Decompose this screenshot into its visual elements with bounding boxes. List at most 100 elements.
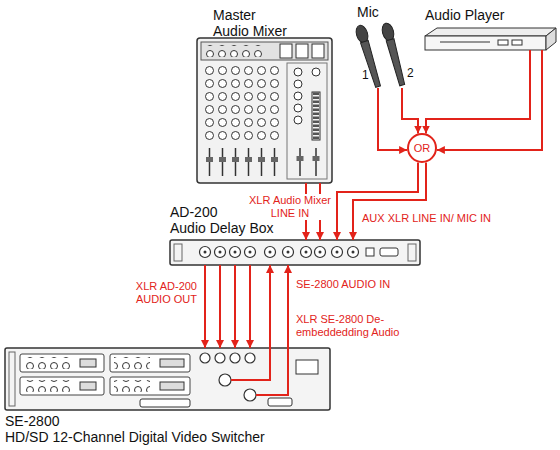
fader-row: [203, 146, 281, 178]
port-pin: [269, 251, 272, 254]
player-top: [425, 28, 556, 36]
db9-port: [380, 248, 398, 256]
se2800-body: [5, 348, 330, 410]
xlr-port: [245, 353, 255, 363]
cable-wire: [353, 162, 426, 240]
port-pin: [319, 251, 322, 254]
port-pin: [234, 251, 237, 254]
xlr-jack: [296, 44, 308, 58]
mic-handle: [361, 40, 382, 87]
knob: [294, 116, 302, 124]
fader-cap: [313, 156, 320, 161]
port-pin: [336, 251, 339, 254]
or-circle: OR: [407, 133, 437, 163]
hdmi-port: [80, 359, 96, 367]
rack-ear: [174, 244, 182, 261]
audio-cable: [205, 265, 250, 348]
audio-cable: [270, 265, 288, 348]
level-meter: [312, 92, 320, 140]
microphone: [380, 22, 407, 87]
jack-row: [206, 45, 266, 57]
ad200-body: [170, 240, 420, 265]
node-heading: Mic: [357, 4, 379, 20]
port-pin: [204, 251, 207, 254]
port-pin: [305, 251, 308, 254]
mixer-top-strip: [201, 42, 328, 60]
xlr-port: [230, 247, 241, 258]
port-pin: [219, 251, 222, 254]
xlr-port: [315, 247, 326, 258]
circle-outline: [408, 134, 436, 162]
callout-number: 2: [407, 66, 414, 80]
button: [366, 248, 374, 256]
audio-player: Audio Player: [425, 28, 556, 50]
bnc-row: [114, 357, 150, 369]
knob: [312, 68, 320, 76]
cable-wire: [234, 265, 236, 348]
card-slot: [110, 354, 190, 372]
xlr-port: [215, 247, 226, 258]
cable-wire: [437, 50, 542, 150]
audio-mixer: Master Audio Mixer: [197, 38, 332, 183]
vga-port: [268, 398, 292, 406]
audio-cable: [337, 162, 426, 240]
knob: [294, 68, 302, 76]
connection-label: AUX XLR LINE IN/ MIC IN: [362, 212, 491, 225]
knob-grid: [203, 64, 281, 142]
cable-wire: [287, 265, 289, 348]
node-label: OR: [414, 142, 431, 155]
button: [512, 40, 522, 45]
cable-wire: [219, 265, 221, 348]
card-slot: [20, 377, 104, 395]
audio-delay-box: AD-200Audio Delay Box: [170, 240, 420, 265]
cable-wire: [426, 50, 530, 134]
player-side: [546, 28, 556, 50]
bnc-row: [114, 380, 150, 392]
se2800-illustration: [5, 348, 330, 410]
node-heading: Master Audio Mixer: [213, 7, 291, 39]
knob: [294, 92, 302, 100]
xlr-port: [301, 247, 312, 258]
audio-cable: [426, 50, 542, 150]
power-socket: [296, 360, 318, 374]
node-heading: HD/SD 12-Channel Digital Video Switcher: [5, 429, 265, 445]
port-pin: [287, 251, 290, 254]
rack-ear: [408, 244, 416, 261]
button: [498, 40, 508, 45]
xlr-port: [219, 374, 231, 386]
cable-wire: [402, 88, 418, 134]
xlr-port: [348, 247, 359, 258]
xlr-port: [265, 247, 276, 258]
xlr-port: [283, 247, 294, 258]
card-slot: [20, 354, 104, 372]
wire: [231, 348, 270, 380]
mixer-body: [197, 38, 332, 183]
xlr-port: [200, 247, 211, 258]
wire: [256, 348, 288, 395]
cable-wire: [337, 162, 418, 240]
port-pin: [352, 251, 355, 254]
port-label: SE-2800 AUDIO IN: [296, 278, 390, 290]
master-section: [287, 63, 327, 179]
port: [160, 359, 184, 367]
node-heading: AD-200: [170, 204, 217, 220]
connection-label: XLR AD-200 AUDIO OUT: [117, 280, 197, 306]
port: [160, 382, 184, 390]
fader-slot: [299, 148, 301, 176]
node-heading: Audio Delay Box: [170, 220, 274, 236]
microphone: [354, 24, 383, 88]
circle-text: OR: [407, 133, 437, 163]
mixer-illustration: [197, 38, 332, 183]
hdmi-port: [80, 382, 96, 390]
connection-label: XLR Audio Mixer LINE IN: [245, 194, 335, 220]
microphones: Mic: [350, 28, 412, 88]
xlr-port: [200, 353, 210, 363]
xlr-port: [332, 247, 343, 258]
xlr-port: [230, 353, 240, 363]
mic-handle: [386, 39, 406, 86]
bnc-row: [24, 380, 72, 392]
player-front: [425, 36, 546, 50]
